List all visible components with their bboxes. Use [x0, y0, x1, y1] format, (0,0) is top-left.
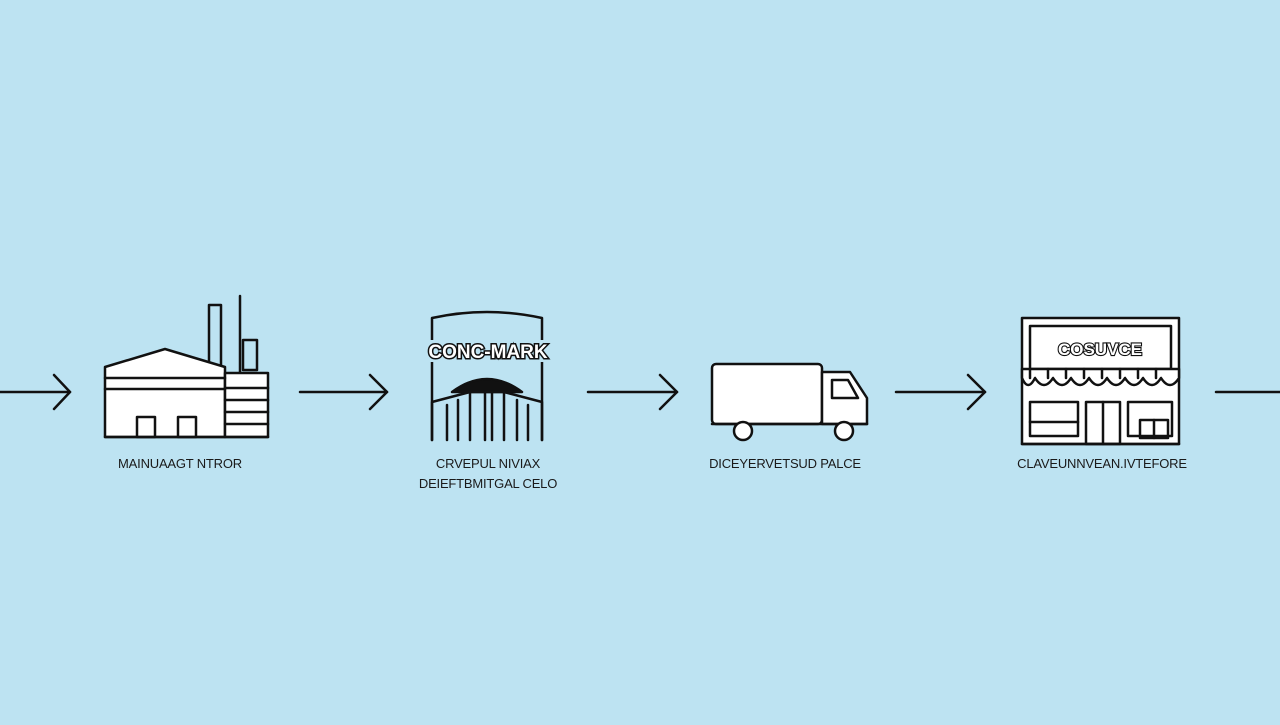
arrow-3	[894, 373, 987, 411]
distribution-center-icon	[430, 310, 544, 442]
storefront-icon	[1020, 316, 1181, 446]
arrow-2	[586, 373, 679, 411]
arrow-incoming	[0, 373, 72, 411]
factory-label: MAINUAAGT NTROR	[118, 456, 242, 471]
factory-icon	[103, 294, 270, 439]
arrow-1	[298, 373, 389, 411]
distribution-label-line2: DEIEFTBMITGAL CELO	[418, 476, 558, 491]
distribution-label-line1: CRVEPUL NIVIAX	[435, 456, 541, 471]
distribution-sign: CONC-MARK	[400, 340, 576, 365]
delivery-truck-icon	[710, 362, 869, 442]
truck-label: DICEYERVETSUD PALCE	[709, 456, 861, 471]
storefront-sign-text: COSUVCE	[1058, 340, 1142, 359]
storefront-label: CLAVEUNNVEAN.IVTEFORE	[1017, 456, 1187, 471]
distribution-sign-text: CONC-MARK	[428, 342, 548, 363]
